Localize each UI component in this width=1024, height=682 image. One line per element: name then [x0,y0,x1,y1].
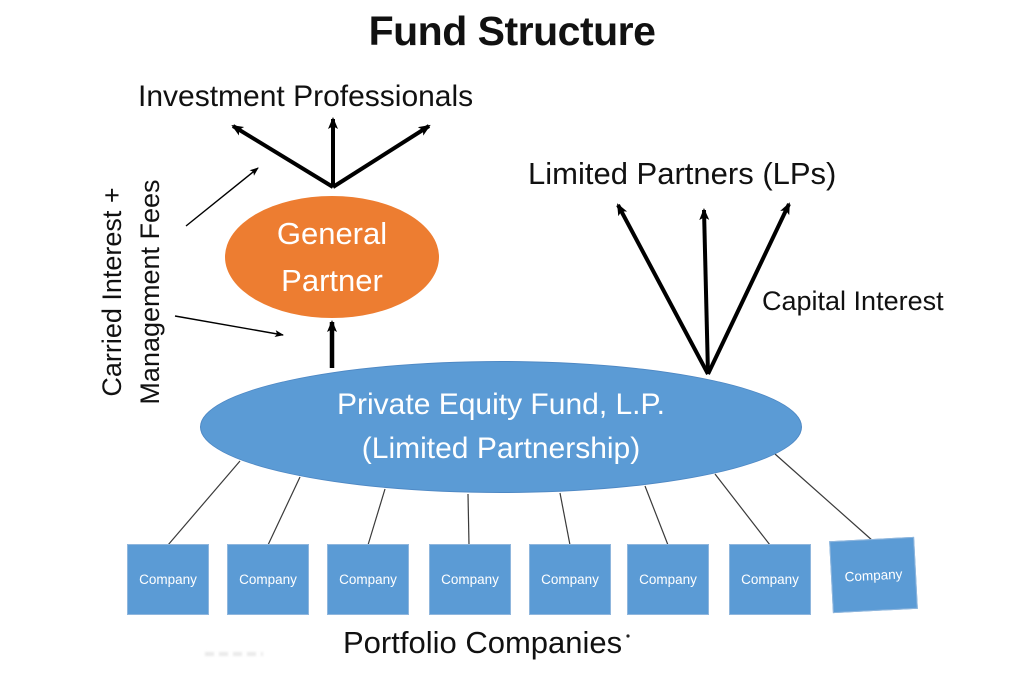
company-box: Company [429,544,511,615]
diagram-title: Fund Structure [368,8,656,54]
pe-fund-line2: (Limited Partnership) [361,432,641,465]
general-partner-line1: General [276,216,388,251]
carried-interest-line1: Carried Interest + [97,187,127,397]
pe-fund-line1: Private Equity Fund, L.P. [337,388,665,421]
company-box: Company [829,536,918,614]
company-box: Company [327,544,409,615]
erased-watermark-smudge [205,652,263,656]
carried-interest-line2: Management Fees [135,179,165,405]
stray-dot [626,634,630,638]
investment-professionals-label: Investment Professionals [138,80,474,113]
company-box: Company [729,544,811,615]
general-partner-line2: Partner [281,263,383,298]
limited-partners-label: Limited Partners (LPs) [528,156,837,191]
pe-fund-node: Private Equity Fund, L.P. (Limited Partn… [200,361,802,493]
company-box: Company [529,544,611,615]
portfolio-companies-label: Portfolio Companies [343,625,623,660]
company-box: Company [127,544,209,615]
capital-interest-label: Capital Interest [762,286,944,316]
company-box: Company [227,544,309,615]
company-box: Company [627,544,709,615]
carried-interest-label: Carried Interest + Management Fees [93,157,183,427]
gp-to-professionals-arrows [231,117,431,189]
general-partner-node: General Partner [225,196,439,318]
